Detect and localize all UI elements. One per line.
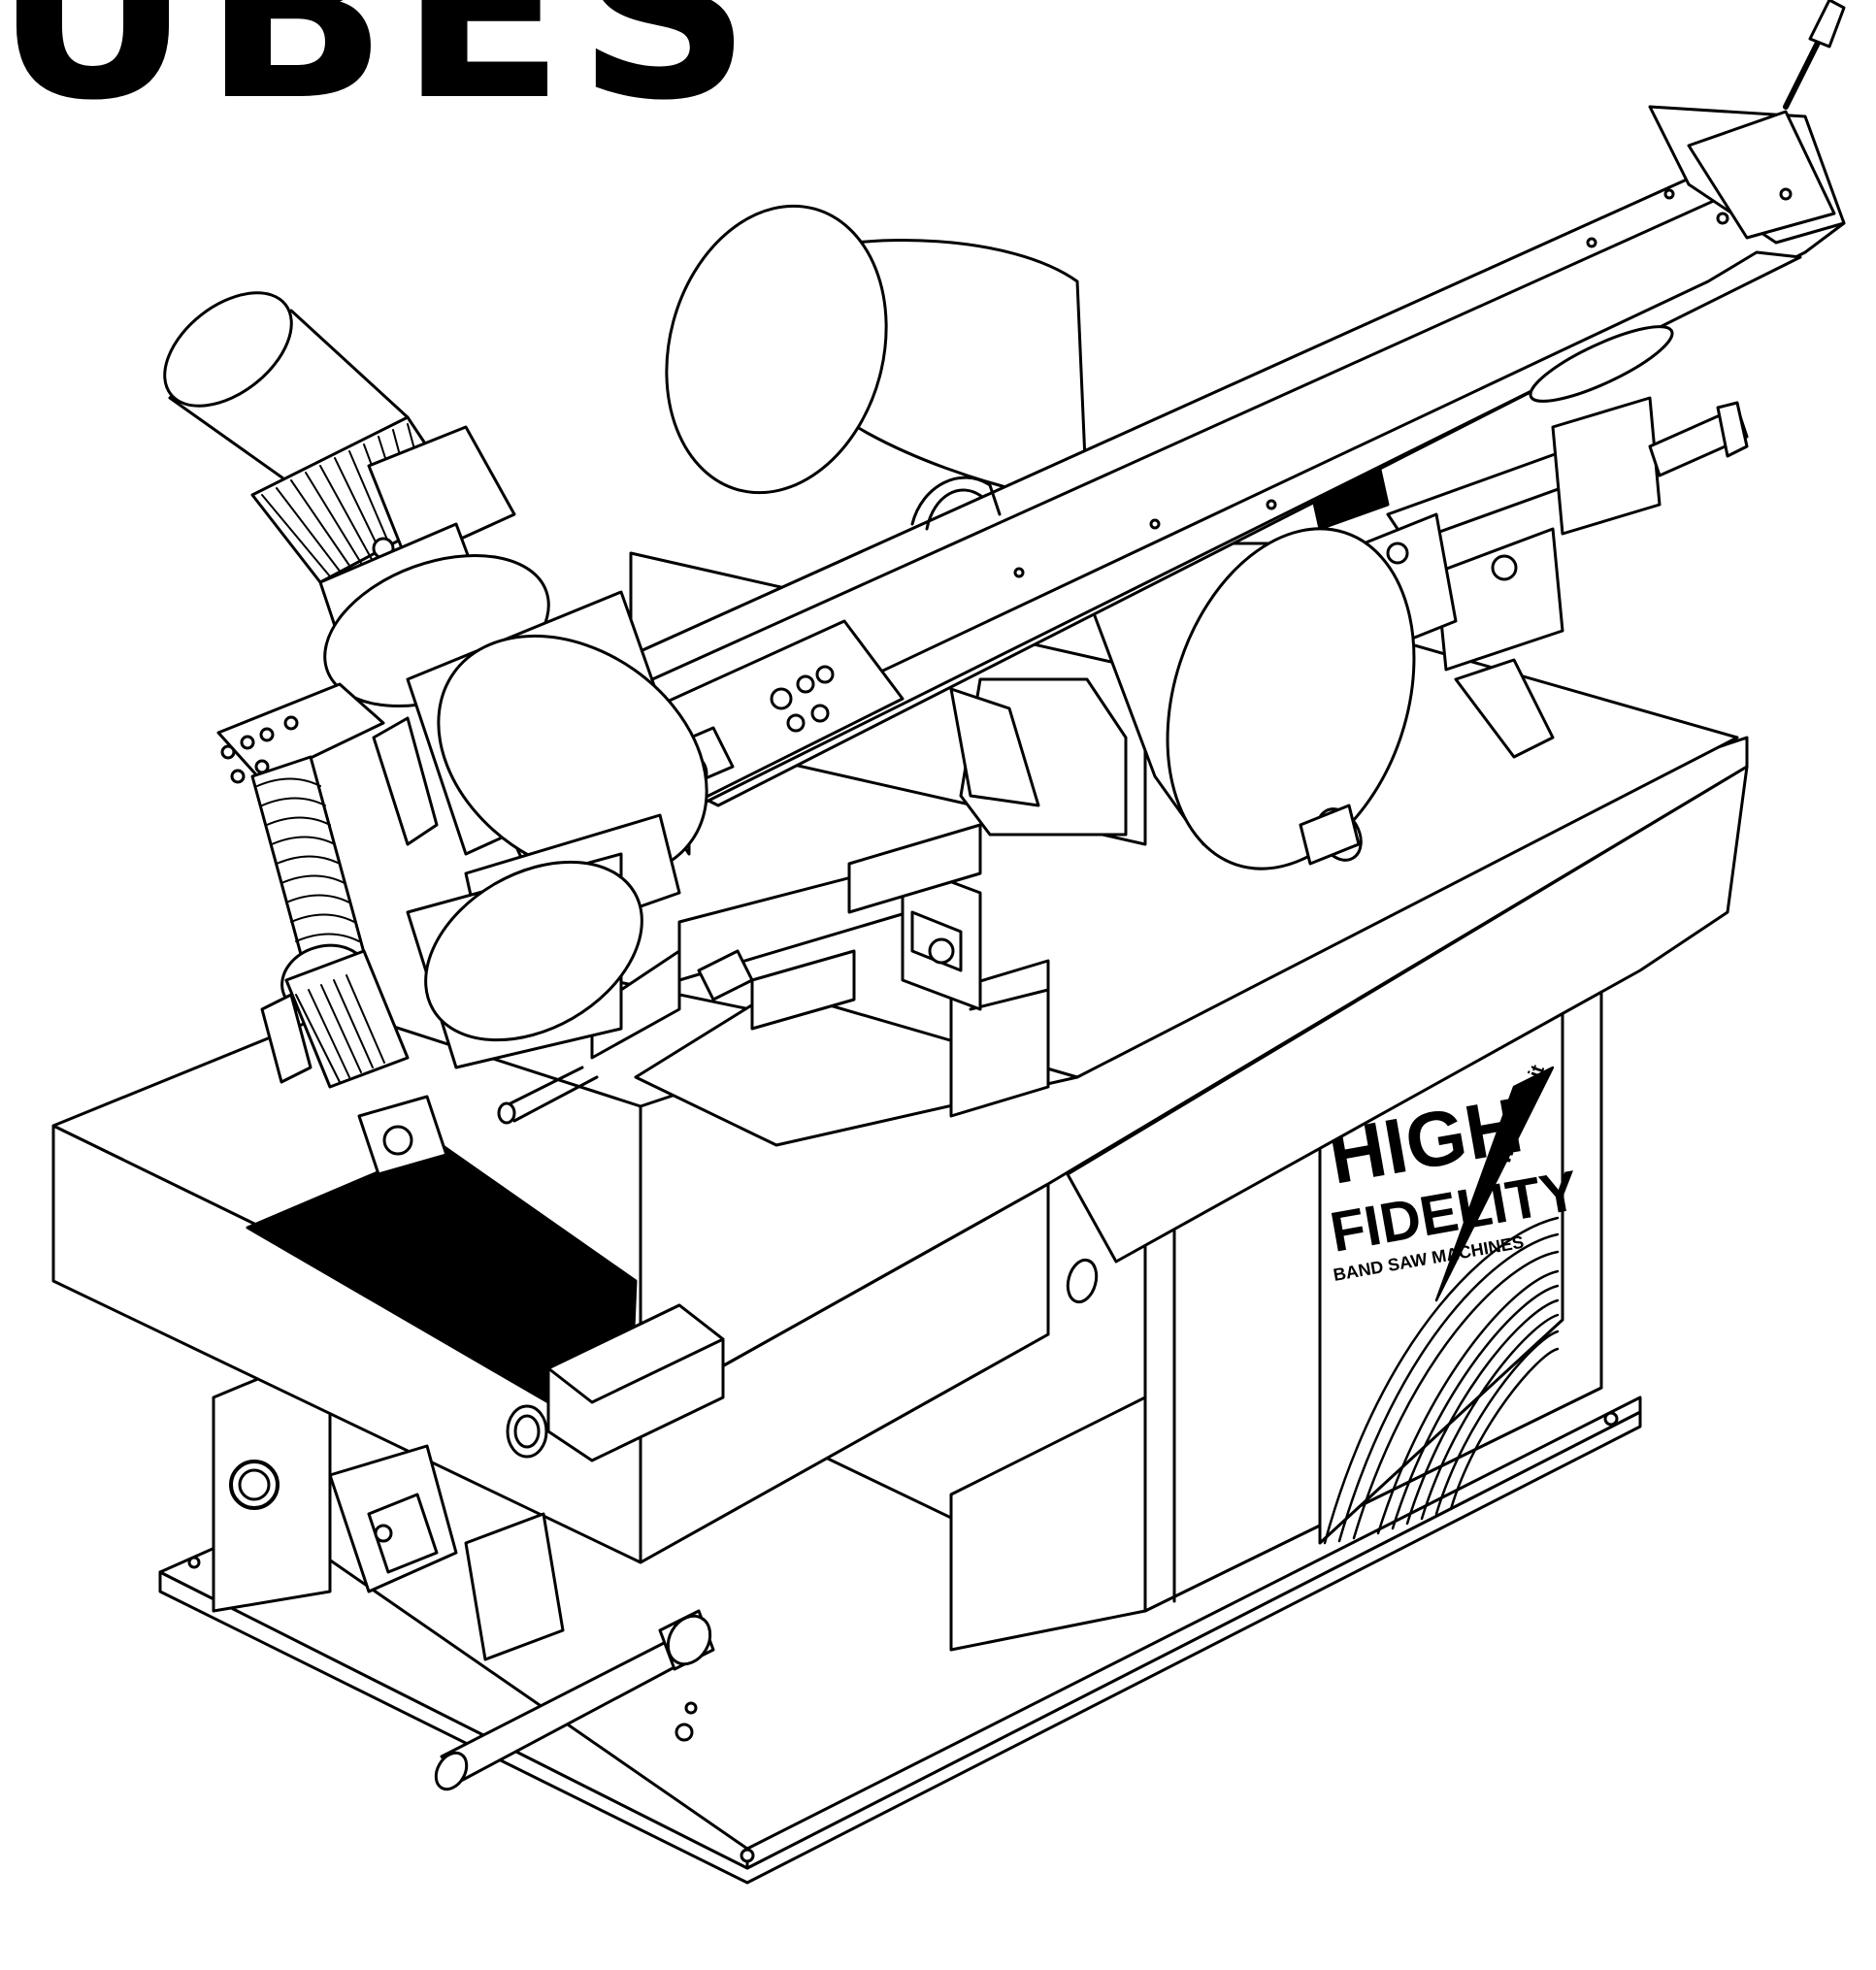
small-motor [260,943,448,1176]
saw-bow-arm [619,0,1846,807]
front-wheel-guard [1066,527,1416,870]
vise-cylinder-front [497,823,982,1125]
gear-head [323,553,708,1069]
base-plate [158,1395,1642,1885]
lift-handle [434,1609,715,1791]
hydraulic-unit [328,1444,565,1661]
coolant-manifold [216,682,439,992]
chip-conveyor [246,1143,725,1462]
hydraulic-hose [910,476,1002,531]
partial-heading: UBES [0,0,764,153]
rear-wheel-guard [665,204,1089,507]
logo-artwork [1323,1066,1560,1545]
